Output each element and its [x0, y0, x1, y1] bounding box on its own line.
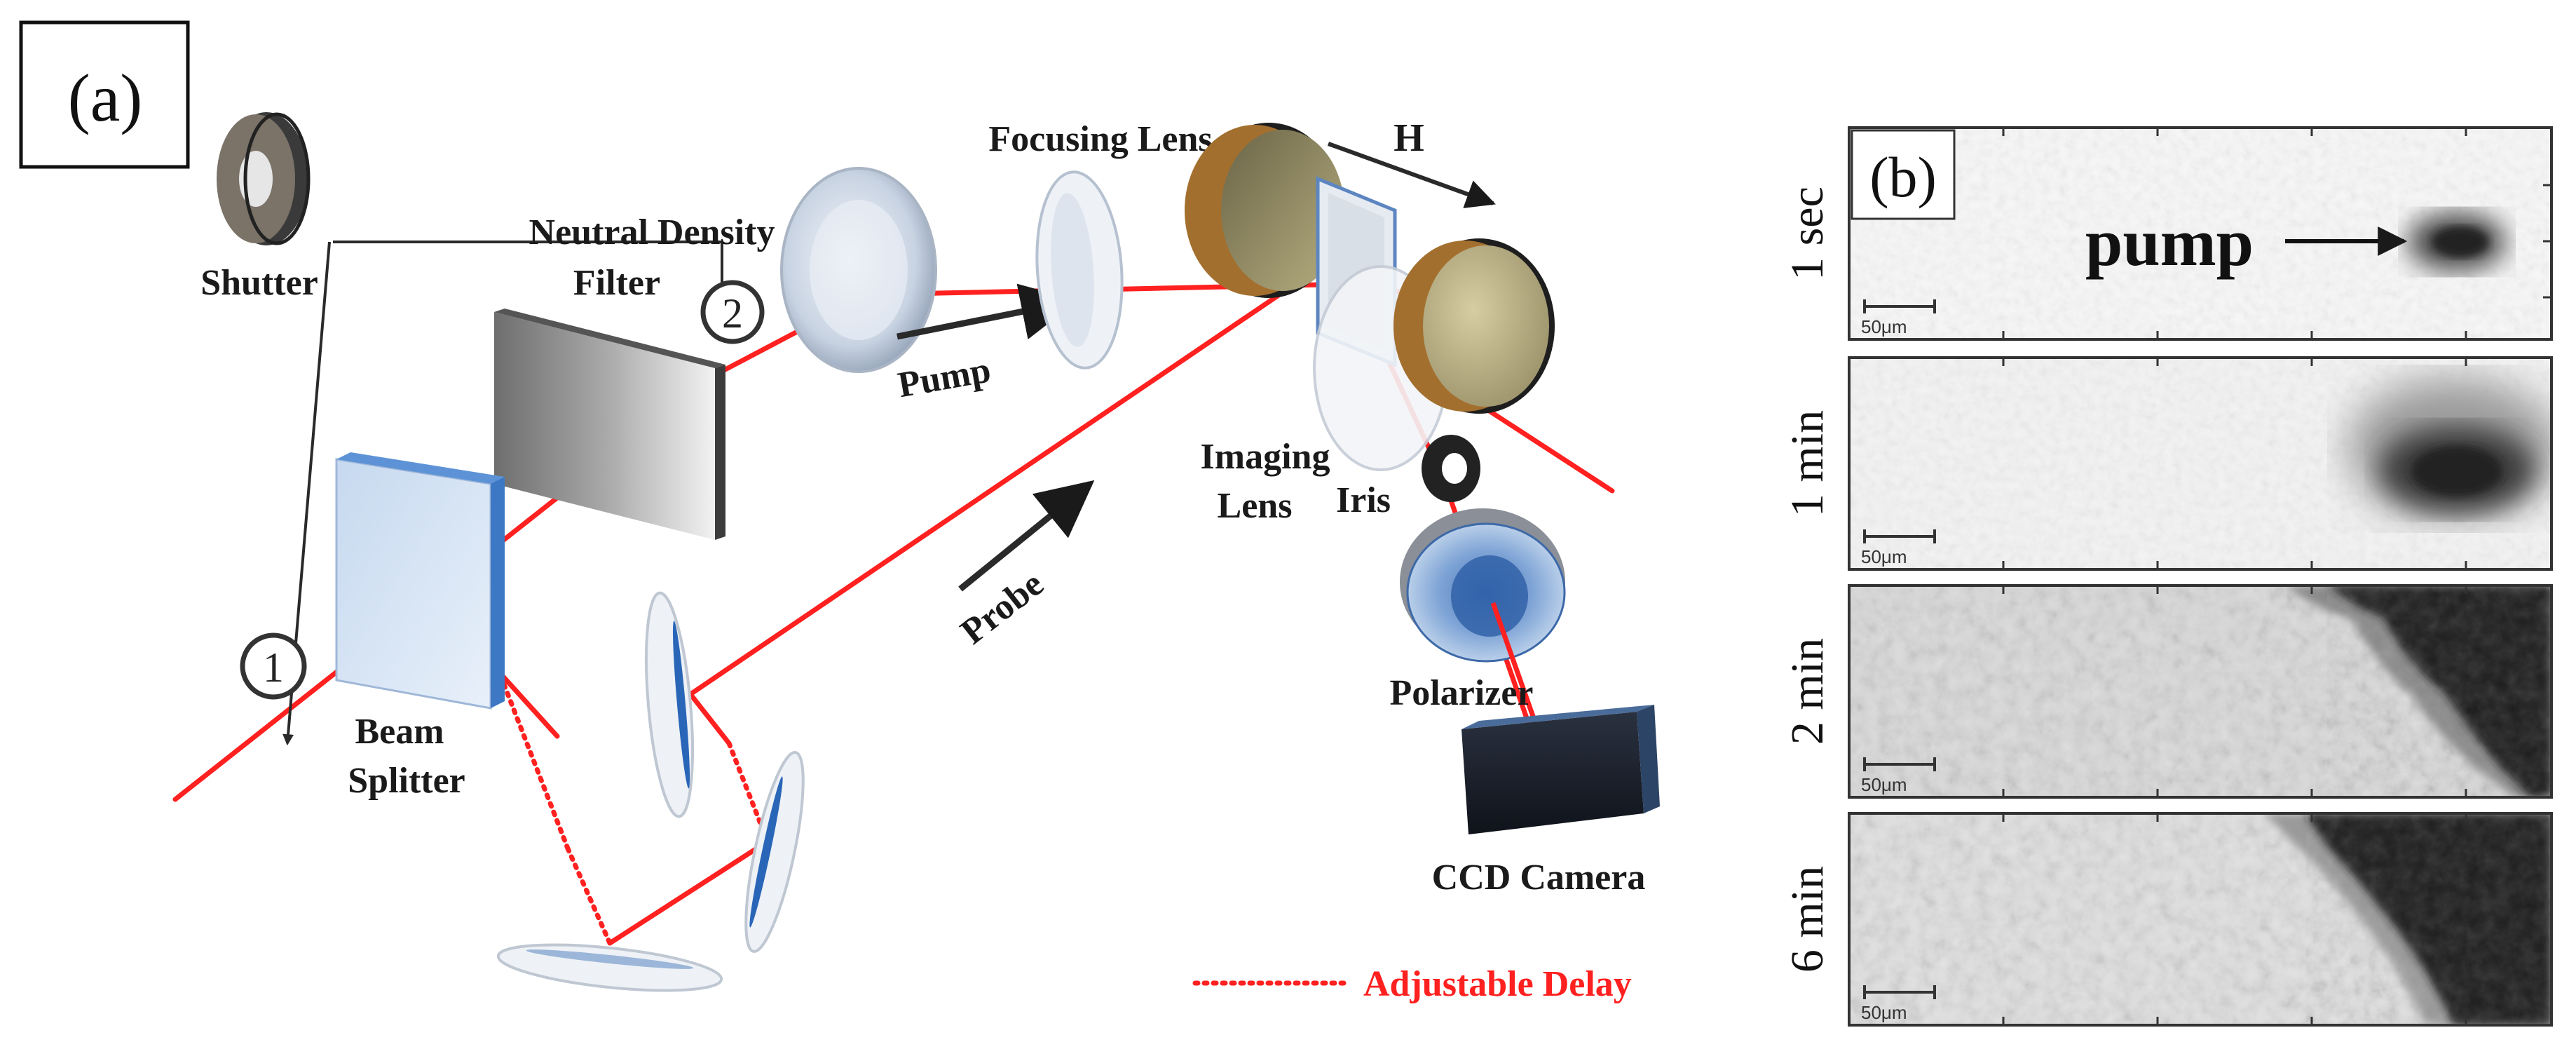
polarizer	[1400, 508, 1566, 663]
scale-bar: 50μm	[1861, 529, 1936, 567]
scale-bar: 50μm	[1861, 985, 1936, 1023]
svg-text:50μm: 50μm	[1861, 774, 1907, 795]
label-imaging-2: Lens	[1218, 486, 1293, 526]
iris	[1422, 435, 1480, 502]
delay-path	[491, 656, 770, 946]
delay-mirror-left	[645, 591, 694, 818]
label-nd-filter-2: Filter	[573, 263, 660, 303]
ticks	[2002, 586, 2467, 797]
scale-bar: 50μm	[1861, 299, 1936, 337]
label-time-4: 6 min	[1782, 866, 1833, 973]
magnet-pole-right	[1393, 238, 1555, 414]
probe-arrow	[958, 480, 1095, 592]
label-nd-filter-1: Neutral Density	[529, 212, 775, 252]
panel-a-tag: (a)	[68, 60, 143, 135]
probe-beam-segment	[607, 839, 770, 946]
panel-b-tag-box	[1851, 129, 1956, 220]
ticks	[2002, 358, 2467, 569]
focusing-lens	[1035, 170, 1124, 370]
label-polarizer: Polarizer	[1390, 673, 1534, 713]
svg-text:2: 2	[722, 290, 743, 337]
label-field: H	[1393, 116, 1424, 160]
panel-a-tag-box	[19, 20, 190, 169]
label-pump: Pump	[895, 350, 994, 405]
frame-6min: 50μm 6 min	[1782, 812, 2553, 1027]
svg-text:1: 1	[263, 644, 284, 691]
ccd-camera	[1461, 705, 1660, 834]
label-focusing-lens: Focusing Lens	[988, 119, 1212, 159]
probe-beam-segment	[688, 278, 1303, 697]
pump-exit-beam	[1469, 397, 1615, 494]
label-beam-1: Beam	[355, 712, 444, 752]
camera-beam	[1490, 602, 1538, 724]
collimating-lens	[780, 167, 937, 373]
panel-b: (b) pump 50μm 1 sec	[1782, 126, 2553, 1027]
magnet-pole-left	[1185, 123, 1344, 298]
ticks	[2002, 128, 2551, 339]
label-time-1: 1 sec	[1782, 187, 1833, 280]
label-ccd: CCD Camera	[1432, 858, 1646, 898]
panel-b-tag: (b)	[1869, 145, 1937, 209]
ticks	[2002, 813, 2467, 1025]
panel-a: (a)	[19, 20, 1660, 1004]
neutral-density-filter	[494, 309, 725, 540]
label-time-3: 2 min	[1782, 638, 1833, 745]
shutter	[217, 112, 311, 245]
delay-mirror-bottom	[496, 943, 723, 992]
frame-1min: 50μm 1 min	[1782, 356, 2553, 571]
label-probe: Probe	[953, 564, 1051, 652]
label-delay: Adjustable Delay	[1363, 964, 1632, 1004]
label-pump-spot: pump	[2085, 205, 2254, 280]
probe-beam-segment	[688, 691, 732, 746]
svg-text:50μm: 50μm	[1861, 1002, 1907, 1023]
scale-bar: 50μm	[1861, 757, 1936, 795]
label-shutter: Shutter	[200, 263, 318, 303]
beam-splitter	[335, 452, 505, 710]
marker-1: 1	[240, 632, 307, 700]
label-imaging-1: Imaging	[1201, 437, 1330, 477]
label-iris: Iris	[1336, 480, 1391, 520]
label-beam-2: Splitter	[348, 761, 465, 801]
field-arrow	[1327, 142, 1496, 208]
marker-2: 2	[700, 280, 765, 344]
delay-mirror-right	[744, 751, 805, 953]
svg-text:50μm: 50μm	[1861, 546, 1907, 567]
svg-text:50μm: 50μm	[1861, 316, 1907, 337]
label-time-2: 1 min	[1782, 410, 1833, 517]
frame-1sec: (b) pump 50μm 1 sec	[1782, 126, 2553, 341]
frame-2min: 50μm 2 min	[1782, 584, 2553, 799]
